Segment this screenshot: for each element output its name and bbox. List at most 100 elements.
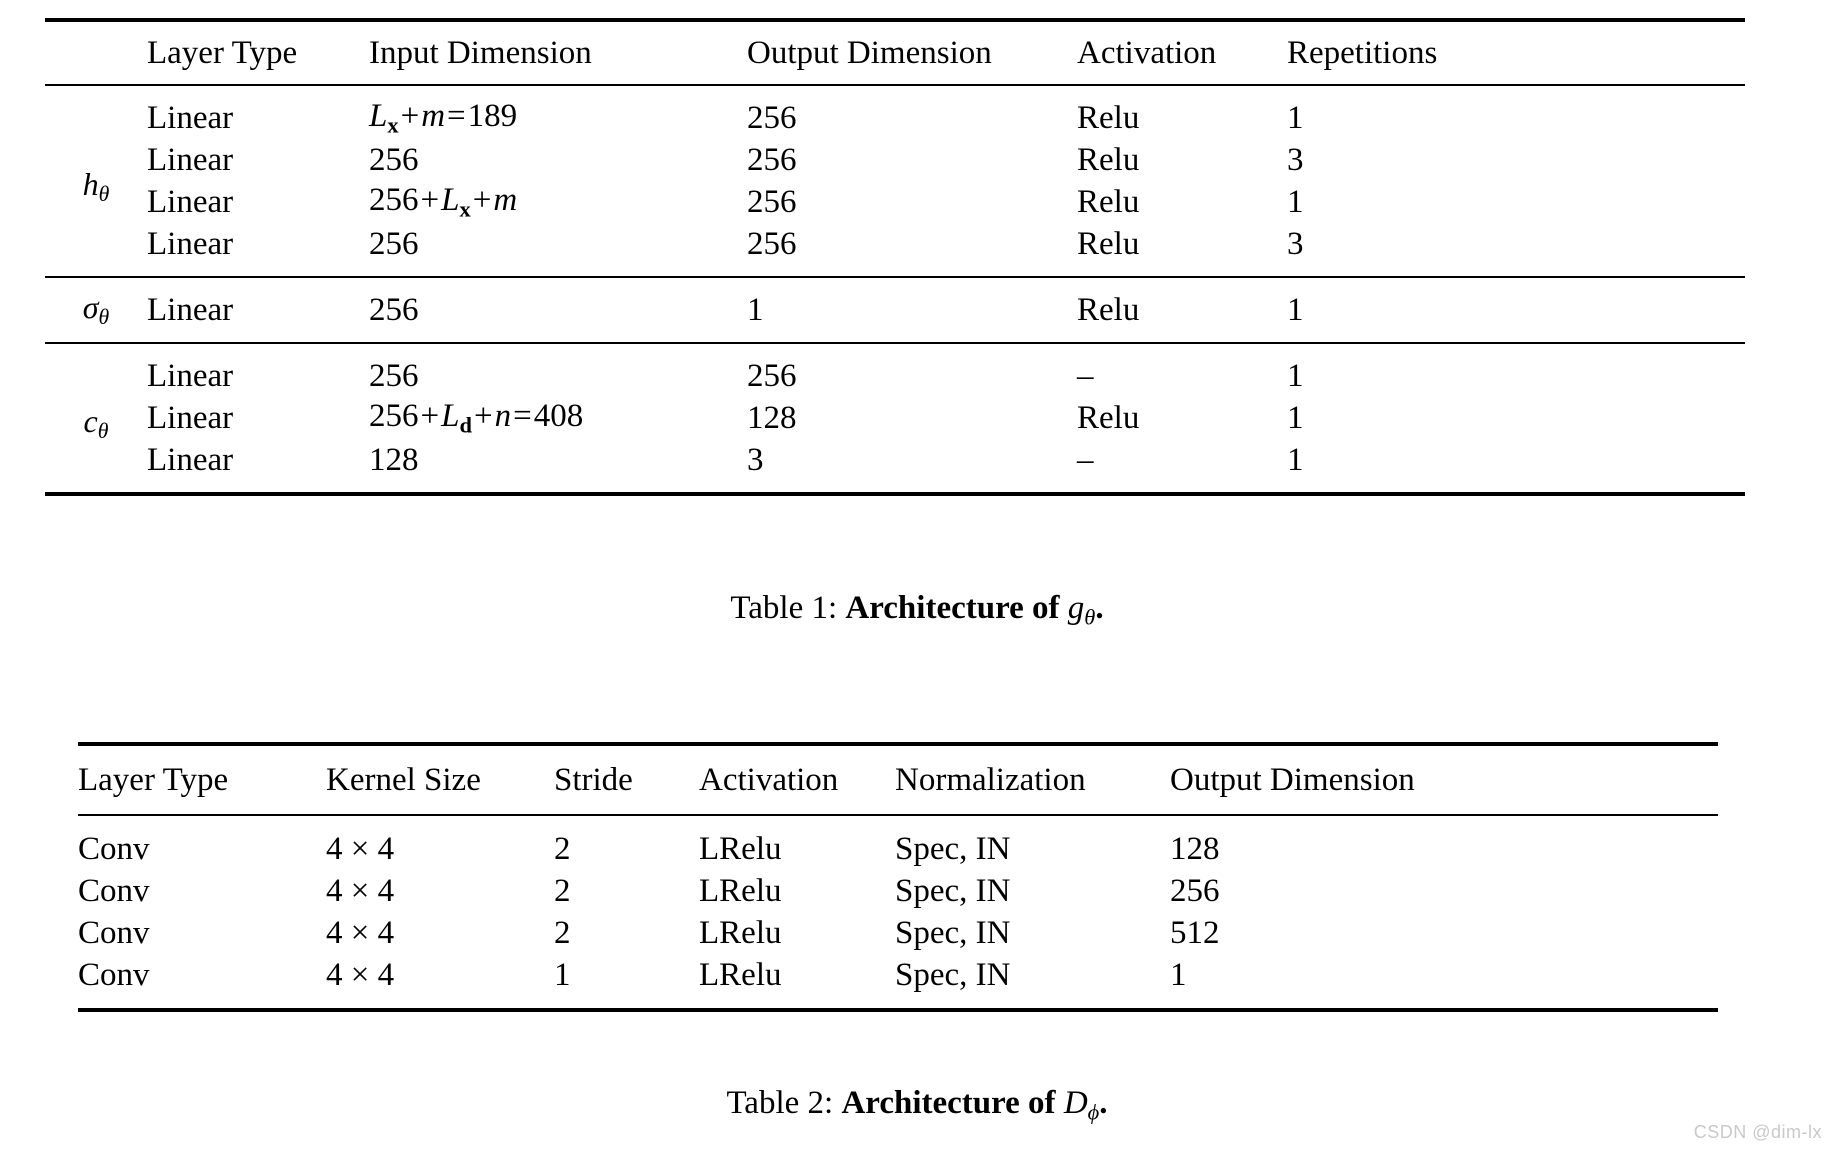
cell-activation: LRelu <box>699 914 782 951</box>
cell-activation: Relu <box>1077 291 1140 328</box>
cell-layer-type: Linear <box>147 291 234 328</box>
cell-input-dimension: 128 <box>369 441 419 478</box>
caption-label: Table 1: <box>730 590 838 626</box>
column-header-activation: Activation <box>699 761 839 798</box>
cell-repetitions: 3 <box>1287 225 1304 262</box>
cell-input-dimension: 256 <box>369 291 419 328</box>
cell-normalization: Spec, IN <box>895 914 1011 951</box>
cell-input-dimension: Lx+m=189 <box>369 97 518 138</box>
cell-layer-type: Linear <box>147 99 234 136</box>
cell-kernel-size: 4 × 4 <box>326 872 395 909</box>
table-1-header-row: Layer Type Input Dimension Output Dimens… <box>45 22 1745 84</box>
cell-repetitions: 1 <box>1287 441 1304 478</box>
cell-layer-type: Conv <box>78 830 150 867</box>
cell-output-dimension: 1 <box>747 291 764 328</box>
table-1-group-rule-2 <box>45 342 1745 344</box>
cell-layer-type: Linear <box>147 225 234 262</box>
cell-activation: Relu <box>1077 225 1140 262</box>
table-1-group-c: cθ Linear 256 256 – 1 Linear 256+Ld+n=40… <box>45 344 1745 492</box>
cell-output-dimension: 256 <box>747 225 797 262</box>
table-2-header-rule <box>78 814 1718 816</box>
table-2: Layer Type Kernel Size Stride Activation… <box>78 742 1718 1012</box>
cell-layer-type: Conv <box>78 956 150 993</box>
table-1-group-rule-1 <box>45 276 1745 278</box>
column-header-output-dimension: Output Dimension <box>747 34 992 71</box>
cell-layer-type: Linear <box>147 399 234 436</box>
column-header-normalization: Normalization <box>895 761 1086 798</box>
column-header-input-dimension: Input Dimension <box>369 34 592 71</box>
table-2-body: Conv 4 × 4 2 LRelu Spec, IN 128 Conv 4 ×… <box>78 816 1718 1008</box>
table-1-top-rule <box>45 18 1745 22</box>
cell-activation: Relu <box>1077 183 1140 220</box>
table-1-header-rule <box>45 84 1745 86</box>
cell-activation: Relu <box>1077 141 1140 178</box>
table-1-group-h: hθ Linear Lx+m=189 256 Relu 1 Linear 256… <box>45 86 1745 276</box>
cell-layer-type: Conv <box>78 914 150 951</box>
cell-stride: 2 <box>554 872 571 909</box>
cell-output-dimension: 3 <box>747 441 764 478</box>
cell-layer-type: Linear <box>147 441 234 478</box>
cell-activation: LRelu <box>699 872 782 909</box>
table-row: Linear 256 256 Relu 3 <box>45 139 1745 181</box>
cell-normalization: Spec, IN <box>895 872 1011 909</box>
column-header-layer-type: Layer Type <box>147 34 298 71</box>
cell-input-dimension: 256+Ld+n=408 <box>369 397 584 438</box>
cell-activation: Relu <box>1077 99 1140 136</box>
cell-output-dimension: 256 <box>747 99 797 136</box>
column-header-activation: Activation <box>1077 34 1217 71</box>
cell-layer-type: Conv <box>78 872 150 909</box>
table-1-grid: Layer Type Input Dimension Output Dimens… <box>45 22 1745 84</box>
table-row: Conv 4 × 4 2 LRelu Spec, IN 128 <box>78 816 1718 870</box>
table-2-header-row: Layer Type Kernel Size Stride Activation… <box>78 746 1718 814</box>
table-2-grid: Layer Type Kernel Size Stride Activation… <box>78 746 1718 814</box>
table-2-bottom-rule <box>78 1008 1718 1012</box>
table-row: hθ Linear Lx+m=189 256 Relu 1 <box>45 86 1745 206</box>
cell-output-dimension: 256 <box>747 141 797 178</box>
cell-output-dimension: 256 <box>1170 872 1220 909</box>
caption-math-sub: ϕ <box>1087 1099 1100 1125</box>
table-row: Linear 256 256 Relu 3 <box>45 223 1745 276</box>
cell-repetitions: 1 <box>1287 291 1304 328</box>
cell-layer-type: Linear <box>147 357 234 394</box>
column-header-kernel-size: Kernel Size <box>326 761 481 798</box>
table-row: Linear 256+Lx+m 256 Relu 1 <box>45 181 1745 223</box>
cell-layer-type: Linear <box>147 183 234 220</box>
cell-kernel-size: 4 × 4 <box>326 830 395 867</box>
cell-repetitions: 1 <box>1287 399 1304 436</box>
cell-layer-type: Linear <box>147 141 234 178</box>
cell-kernel-size: 4 × 4 <box>326 956 395 993</box>
cell-activation: Relu <box>1077 399 1140 436</box>
cell-output-dimension: 512 <box>1170 914 1220 951</box>
caption-period: . <box>1095 590 1104 626</box>
cell-activation: LRelu <box>699 830 782 867</box>
table-row: Conv 4 × 4 2 LRelu Spec, IN 256 <box>78 870 1718 912</box>
caption-label: Table 2: <box>726 1085 834 1121</box>
table-row: Conv 4 × 4 1 LRelu Spec, IN 1 <box>78 954 1718 1008</box>
table-2-header: Layer Type Kernel Size Stride Activation… <box>78 746 1718 814</box>
cell-repetitions: 1 <box>1287 183 1304 220</box>
caption-math-sub: θ <box>1084 604 1096 630</box>
table-row: Conv 4 × 4 2 LRelu Spec, IN 512 <box>78 912 1718 954</box>
caption-math-base: g <box>1067 590 1085 626</box>
cell-normalization: Spec, IN <box>895 956 1011 993</box>
column-header-stride: Stride <box>554 761 633 798</box>
cell-repetitions: 3 <box>1287 141 1304 178</box>
cell-input-dimension: 256+Lx+m <box>369 181 518 222</box>
column-header-repetitions: Repetitions <box>1287 34 1438 71</box>
table-1: Layer Type Input Dimension Output Dimens… <box>45 18 1745 496</box>
caption-bold-text: Architecture of <box>841 1085 1056 1121</box>
cell-output-dimension: 256 <box>747 357 797 394</box>
cell-activation: – <box>1077 357 1094 394</box>
cell-repetitions: 1 <box>1287 357 1304 394</box>
column-header-layer-type: Layer Type <box>78 761 229 798</box>
column-header-symbol <box>45 22 147 84</box>
column-header-output-dimension: Output Dimension <box>1170 761 1415 798</box>
cell-kernel-size: 4 × 4 <box>326 914 395 951</box>
group-symbol-c: cθ <box>83 402 109 444</box>
caption-period: . <box>1099 1085 1108 1121</box>
cell-stride: 2 <box>554 830 571 867</box>
table-row: σθ Linear 256 1 Relu 1 <box>45 278 1745 342</box>
table-1-bottom-rule <box>45 492 1745 496</box>
cell-output-dimension: 128 <box>747 399 797 436</box>
